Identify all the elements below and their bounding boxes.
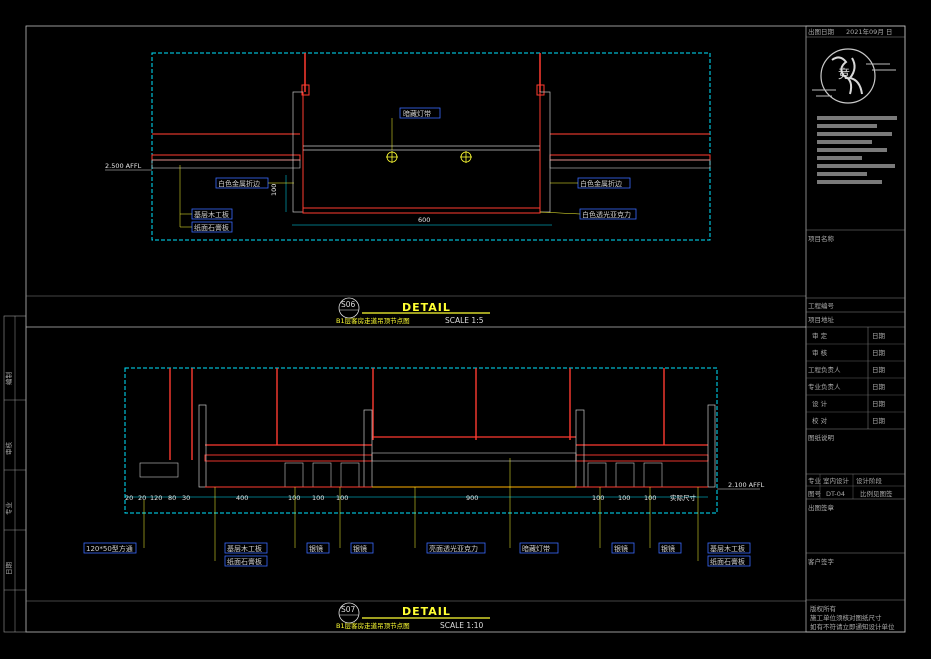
project-label: 项目名称 [808, 234, 835, 243]
role-lead: 专业负责人 [808, 382, 841, 391]
role-check-date: 日期 [872, 417, 886, 425]
s07-dim-1: 20 [138, 494, 146, 502]
s07-label-hidden-light: 暗藏灯带 [522, 544, 550, 553]
s06-scale: SCALE 1:5 [445, 316, 484, 325]
role-lead-date: 日期 [872, 383, 886, 391]
s07-viewport [124, 367, 718, 514]
detail-s07: 20 20 120 80 30 400 100 100 100 900 100 … [83, 367, 765, 630]
s07-subtitle: B1层客房走道吊顶节点图 [336, 621, 410, 630]
s06-label-acrylic: 白色透光亚克力 [582, 210, 631, 219]
spec-label: 专业 [808, 476, 822, 485]
project-address-label: 项目地址 [808, 315, 835, 324]
notes-label: 图纸说明 [808, 433, 835, 442]
copyright-2: 施工单位须核对图纸尺寸 [810, 613, 882, 622]
s06-label-metal-left: 白色金属折边 [218, 179, 260, 188]
sheet-value: DT-04 [826, 490, 845, 498]
left-strip: 编制 审核 专业 日期 [3, 315, 27, 633]
scale-label: 比例见图签 [860, 489, 893, 498]
s07-scale: SCALE 1:10 [440, 621, 483, 630]
role-review-date: 日期 [872, 349, 886, 357]
role-approve-date: 日期 [872, 332, 886, 340]
s07-label-mirror-1: 银镜 [309, 544, 323, 553]
strip-label-4: 日期 [5, 562, 13, 576]
s06-number-bubble [338, 297, 360, 319]
strip-label-1: 编制 [4, 372, 13, 386]
stamp-label: 出图签章 [808, 503, 835, 512]
s06-dim-width: 600 [418, 216, 430, 224]
s07-title: DETAIL [402, 605, 451, 618]
strip-label-3: 专业 [4, 502, 13, 516]
s06-label-gypsum: 纸面石膏板 [194, 223, 229, 232]
s07-label-mirror-3: 银镜 [614, 544, 628, 553]
s07-dim-2: 120 [150, 494, 162, 502]
s07-dim-6: 100 [288, 494, 300, 502]
spec-value: 室内设计 [823, 476, 850, 485]
s06-label-metal-right: 白色金属折边 [580, 179, 622, 188]
stage-label: 设计阶段 [856, 476, 883, 485]
s07-dim-11: 100 [618, 494, 630, 502]
drawing-no-label: 工程编号 [808, 301, 835, 310]
s07-dim-9: 900 [466, 494, 478, 502]
s07-label-gypsum-left: 纸面石膏板 [227, 557, 262, 566]
s07-dim-4: 30 [182, 494, 190, 502]
strip-label-2: 审核 [4, 442, 13, 456]
s06-level: 2.500 AFFL [105, 162, 142, 170]
s07-dim-8: 100 [336, 494, 348, 502]
s07-label-base-wood-left: 基层木工板 [227, 544, 262, 553]
client-label: 客户签字 [808, 557, 835, 566]
role-design-date: 日期 [872, 400, 886, 408]
s07-dim-0: 20 [125, 494, 133, 502]
date-label: 出图日期 [808, 27, 835, 36]
date-value: 2021年09月 日 [846, 27, 892, 36]
s06-label-base-wood: 基层木工板 [194, 210, 229, 219]
s06-title: DETAIL [402, 301, 451, 314]
role-pm: 工程负责人 [808, 365, 841, 374]
s07-level: 2.100 AFFL [728, 481, 765, 489]
s06-subtitle: B1层客房走道吊顶节点图 [336, 316, 410, 325]
svg-text:竞: 竞 [838, 67, 850, 81]
s07-dim-5: 400 [236, 494, 248, 502]
s06-label-hidden-light: 暗藏灯带 [403, 109, 431, 118]
s07-site-dim: 实际尺寸 [670, 493, 697, 502]
role-check: 校 对 [812, 416, 828, 425]
s07-label-mirror-4: 银镜 [661, 544, 675, 553]
title-block: 出图日期 2021年09月 日 竞 项目名称 工程编号 [805, 25, 906, 633]
role-review: 审 核 [812, 348, 828, 357]
s07-label-acrylic: 亮面透光亚克力 [429, 544, 478, 553]
sheet-border [25, 25, 906, 633]
s07-dim-10: 100 [592, 494, 604, 502]
copyright-3: 如有不符请立即通知设计单位 [810, 622, 895, 631]
s07-label-square-tube: 120*50型方通 [86, 544, 133, 553]
role-design: 设 计 [812, 399, 828, 408]
light-fixture-icon [386, 151, 472, 163]
role-pm-date: 日期 [872, 366, 886, 374]
s07-number: S07 [341, 605, 356, 614]
s07-label-gypsum-right: 纸面石膏板 [710, 557, 745, 566]
sheet-label: 图号 [808, 490, 822, 498]
s07-number-bubble [338, 602, 360, 624]
role-approve: 审 定 [812, 331, 828, 340]
detail-s06: 2.500 AFFL 600 100 暗藏灯带 白色金属折边 白色金属折边 基层… [105, 52, 711, 325]
s06-number: S06 [341, 300, 356, 309]
s07-label-mirror-2: 银镜 [353, 544, 367, 553]
s07-label-base-wood-right: 基层木工板 [710, 544, 745, 553]
studio-logo-icon: 竞 [812, 48, 896, 104]
s07-dim-7: 100 [312, 494, 324, 502]
s06-viewport [151, 52, 711, 241]
s06-dim-height: 100 [270, 184, 278, 196]
s07-dim-3: 80 [168, 494, 176, 502]
company-info-bars [817, 116, 897, 184]
copyright-1: 版权所有 [810, 604, 837, 613]
